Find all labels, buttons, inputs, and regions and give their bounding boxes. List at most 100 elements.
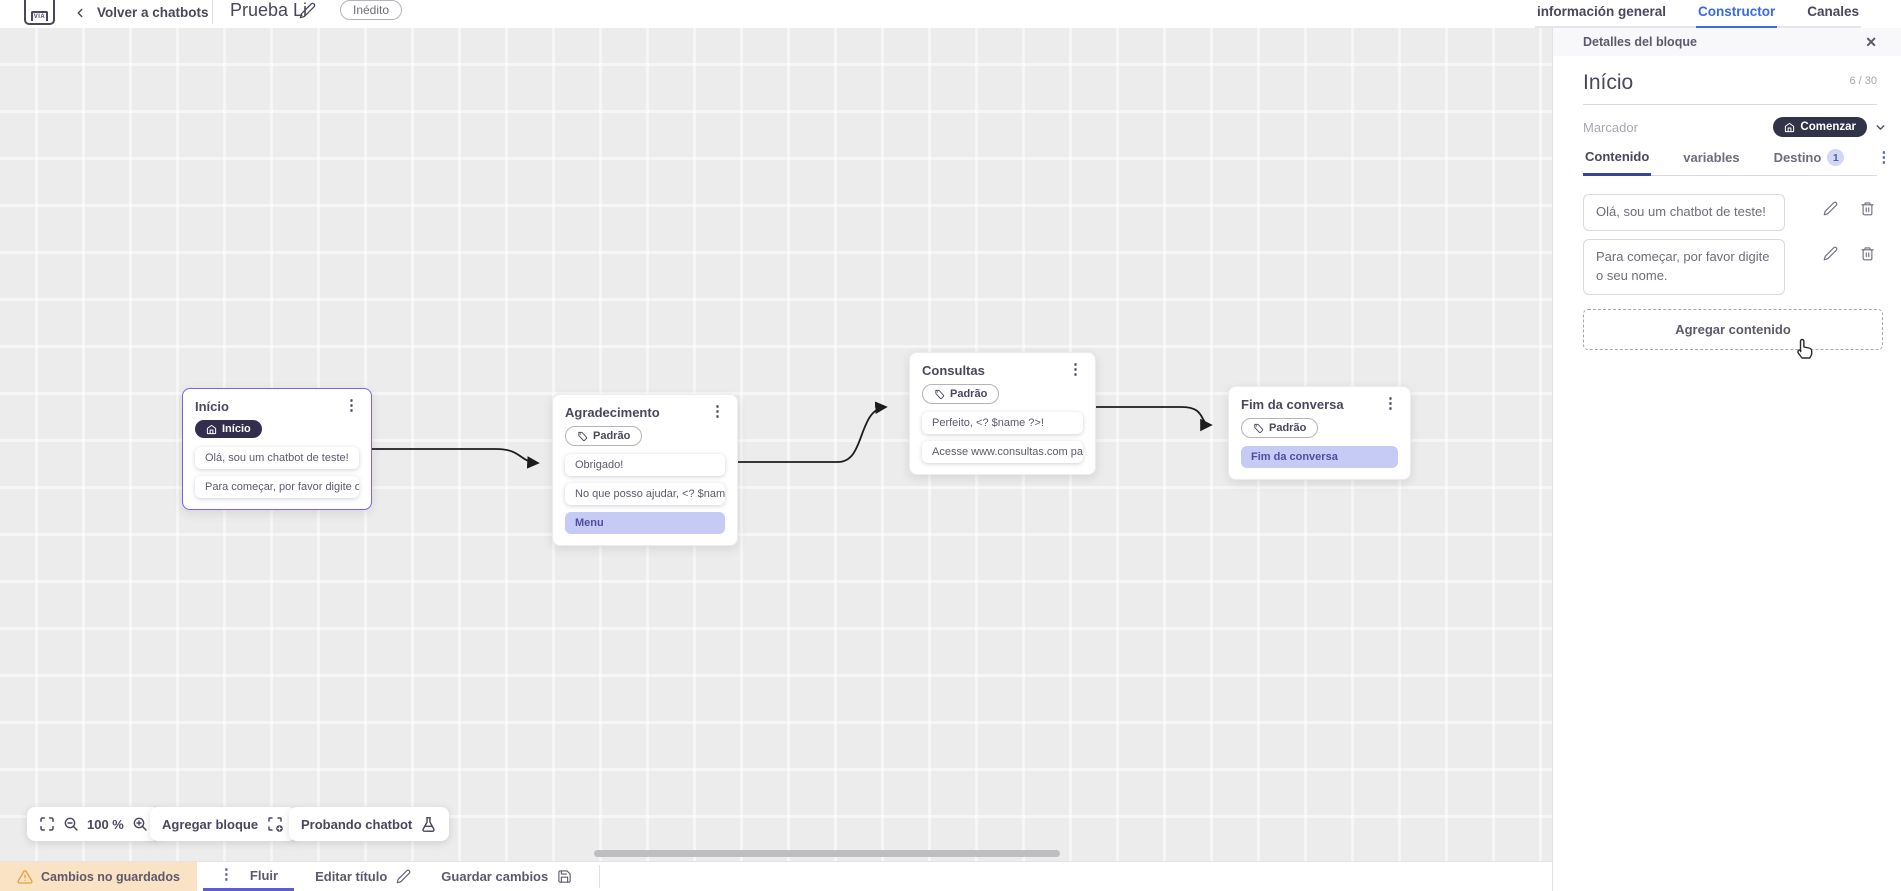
flask-icon [420,816,437,833]
tab-contenido[interactable]: Contenido [1583,149,1652,176]
edit-content-icon[interactable] [1823,201,1838,216]
app-logo-text: VIA [31,11,48,21]
edit-title-label: Editar título [315,869,388,884]
node-type-badge: Início [195,420,262,438]
header-divider [212,0,213,24]
flow-tab-fluir[interactable]: ⋮ Fluir [202,862,295,891]
node-menu-icon[interactable]: ⋮ [710,403,725,420]
flow-canvas[interactable]: Início ⋮ Início Olá, sou um chatbot de t… [0,28,1552,861]
tab-label: Contenido [1585,149,1650,164]
node-fim-da-conversa[interactable]: Fim da conversa ⋮ Padrão Fim da conversa [1228,386,1411,480]
add-block-label: Agregar bloque [162,816,259,832]
save-changes-button[interactable]: Guardar cambios [426,862,587,891]
save-icon [558,870,571,883]
node-badge-label: Início [222,423,251,435]
node-title: Início [195,399,229,414]
back-chevron-icon[interactable] [73,3,87,23]
zoom-out-icon[interactable] [63,816,79,832]
edit-title-pencil-icon[interactable] [299,2,316,19]
tab-variables[interactable]: variables [1681,150,1741,174]
tab-label: variables [1683,150,1740,165]
marker-select[interactable]: Comenzar [1773,117,1867,137]
home-icon [1785,122,1795,132]
tab-canales[interactable]: Canales [1807,4,1859,19]
canvas-horizontal-scrollbar[interactable] [594,850,1060,857]
tab-label: Destino [1773,150,1822,165]
node-type-badge: Padrão [565,426,643,446]
block-details-panel: Detalles del bloque ✕ Início 6 / 30 Marc… [1552,28,1901,891]
node-title: Consultas [922,363,985,378]
node-badge-label: Padrão [950,388,988,400]
node-inicio[interactable]: Início ⋮ Início Olá, sou um chatbot de t… [182,388,372,510]
fit-view-icon[interactable] [39,816,55,832]
panel-tabs: Contenido variables Destino 1 ⋮ [1583,149,1891,176]
app-logo[interactable]: VIA [24,0,55,25]
zoom-level: 100 % [87,816,124,832]
delete-content-icon[interactable] [1860,201,1875,216]
node-badge-label: Padrão [593,430,631,442]
node-message-card[interactable]: Perfeito, <? $name ?>! [922,411,1083,434]
node-menu-card[interactable]: Menu [565,511,725,534]
tab-constructor[interactable]: Constructor [1695,0,1778,28]
node-agradecimento[interactable]: Agradecimento ⋮ Padrão Obrigado! No que … [552,394,738,546]
node-type-badge: Padrão [1241,418,1319,438]
node-message-card[interactable]: Acesse www.consultas.com par... [922,440,1083,463]
add-block-button[interactable]: Agregar bloque [150,807,297,841]
node-message-card[interactable]: Para começar, por favor digite o ... [195,475,359,498]
content-text-card[interactable]: Olá, sou um chatbot de teste! [1583,194,1785,231]
tab-destino[interactable]: Destino 1 [1772,149,1847,175]
zoom-toolbar: 100 % [27,807,160,841]
warning-label: Cambios no guardados [41,869,180,884]
app-header: VIA Volver a chatbots Prueba Li Inédito … [0,0,1901,28]
node-type-badge: Padrão [922,384,1000,404]
marker-label: Marcador [1583,119,1638,135]
add-content-button[interactable]: Agregar contenido [1583,308,1883,350]
node-menu-icon[interactable]: ⋮ [344,397,359,414]
tab-informacion-general[interactable]: información general [1536,4,1666,19]
add-block-icon [266,815,284,833]
node-menu-icon[interactable]: ⋮ [1383,395,1398,412]
node-message-card[interactable]: Olá, sou um chatbot de teste! [195,446,359,469]
block-title-input[interactable]: Início [1583,71,1634,94]
test-chatbot-button[interactable]: Probando chatbot [289,807,450,841]
node-consultas[interactable]: Consultas ⋮ Padrão Perfeito, <? $name ?>… [909,352,1096,475]
save-changes-label: Guardar cambios [441,869,549,884]
node-badge-label: Padrão [1269,422,1307,434]
node-end-card[interactable]: Fim da conversa [1241,445,1398,468]
flow-tab-label: Fluir [249,867,279,883]
content-text-card[interactable]: Para começar, por favor digite o seu nom… [1583,238,1785,295]
node-message-card[interactable]: No que posso ajudar, <? $name ... [565,482,725,505]
node-message-card[interactable]: Obrigado! [565,453,725,476]
status-bar: Cambios no guardados ⋮ Fluir Editar títu… [0,861,1552,891]
marker-value: Comenzar [1800,121,1856,133]
unsaved-changes-warning: Cambios no guardados [0,862,197,891]
node-title: Agradecimento [565,405,660,420]
flow-tab-menu-icon[interactable]: ⋮ [218,866,234,883]
tag-icon [578,431,588,441]
content-row: Olá, sou um chatbot de teste! [1583,194,1883,231]
tag-icon [1254,423,1264,433]
node-title: Fim da conversa [1241,397,1344,412]
content-list: Olá, sou um chatbot de teste! Para começ… [1583,194,1883,295]
status-badge: Inédito [340,0,403,20]
home-icon [206,424,217,434]
node-menu-icon[interactable]: ⋮ [1068,361,1083,378]
flow-connectors [372,401,1213,469]
delete-content-icon[interactable] [1860,246,1875,261]
panel-title: Detalles del bloque [1583,35,1697,49]
panel-menu-icon[interactable]: ⋮ [1876,149,1892,166]
content-row: Para começar, por favor digite o seu nom… [1583,238,1883,295]
edit-content-icon[interactable] [1823,246,1838,261]
tag-icon [935,389,945,399]
statusbar-divider [599,865,601,888]
test-chatbot-label: Probando chatbot [301,816,413,832]
chevron-down-icon[interactable] [1874,121,1887,134]
warning-icon [17,869,33,884]
main-tabs: información general Constructor Canales [1534,0,1861,28]
close-icon[interactable]: ✕ [1865,33,1877,50]
pencil-icon [396,869,411,884]
destino-count-badge: 1 [1827,149,1845,166]
back-to-chatbots-link[interactable]: Volver a chatbots [97,5,209,20]
edit-title-button[interactable]: Editar título [300,862,426,891]
zoom-in-icon[interactable] [132,816,148,832]
